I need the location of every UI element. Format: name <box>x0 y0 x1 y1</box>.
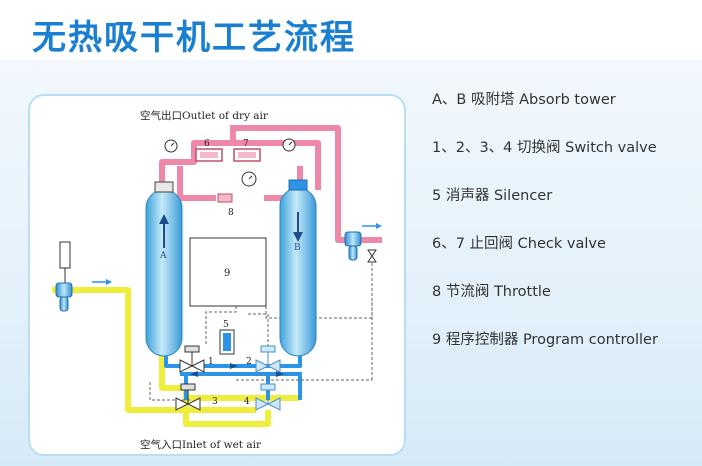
legend-item-absorb-tower: A、B 吸附塔 Absorb tower <box>432 92 616 108</box>
tower-a <box>145 181 183 357</box>
outlet-filter <box>344 231 362 261</box>
switch-valve-1 <box>179 345 205 373</box>
inlet-filter <box>55 241 73 312</box>
legend-item-switch-valve: 1、2、3、4 切换阀 Switch valve <box>432 140 657 156</box>
num-2: 2 <box>246 357 252 367</box>
legend: A、B 吸附塔 Absorb tower 1、2、3、4 切换阀 Switch … <box>432 88 694 376</box>
num-6: 6 <box>204 139 210 149</box>
num-3: 3 <box>212 397 218 407</box>
check-valve-7-core <box>238 152 256 158</box>
control-wires <box>149 262 373 401</box>
num-4: 4 <box>244 397 250 407</box>
silencer-core <box>223 333 231 351</box>
switch-valve-2 <box>255 345 281 373</box>
num-8: 8 <box>228 208 234 218</box>
gauge-needles <box>170 141 293 180</box>
num-7: 7 <box>243 139 249 149</box>
legend-item-check-valve: 6、7 止回阀 Check valve <box>432 236 606 252</box>
tower-a-label: A <box>159 251 167 261</box>
check-valve-6-core <box>200 152 218 158</box>
legend-item-program-controller: 9 程序控制器 Program controller <box>432 332 658 348</box>
tower-b-label: B <box>294 243 301 253</box>
num-9: 9 <box>224 268 230 279</box>
legend-item-throttle: 8 节流阀 Throttle <box>432 284 551 300</box>
inlet-arrow-icon <box>92 279 112 285</box>
page-title: 无热吸干机工艺流程 <box>32 18 356 58</box>
wet-air-pipes <box>52 287 300 427</box>
dry-air-pipes <box>159 125 382 243</box>
program-controller <box>189 237 267 307</box>
inlet-label: 空气入口Inlet of wet air <box>140 438 262 451</box>
outlet-arrow-icon <box>362 223 382 229</box>
drain-valve-icon <box>367 249 377 263</box>
switch-valve-3 <box>175 383 201 411</box>
tower-b <box>279 179 317 357</box>
outlet-label: 空气出口Outlet of dry air <box>140 109 269 122</box>
num-1: 1 <box>208 357 214 367</box>
switch-valve-4 <box>255 383 281 411</box>
num-5: 5 <box>223 320 229 330</box>
legend-item-silencer: 5 消声器 Silencer <box>432 188 553 204</box>
throttle <box>217 193 233 203</box>
flow-arrow-icon <box>190 363 284 377</box>
